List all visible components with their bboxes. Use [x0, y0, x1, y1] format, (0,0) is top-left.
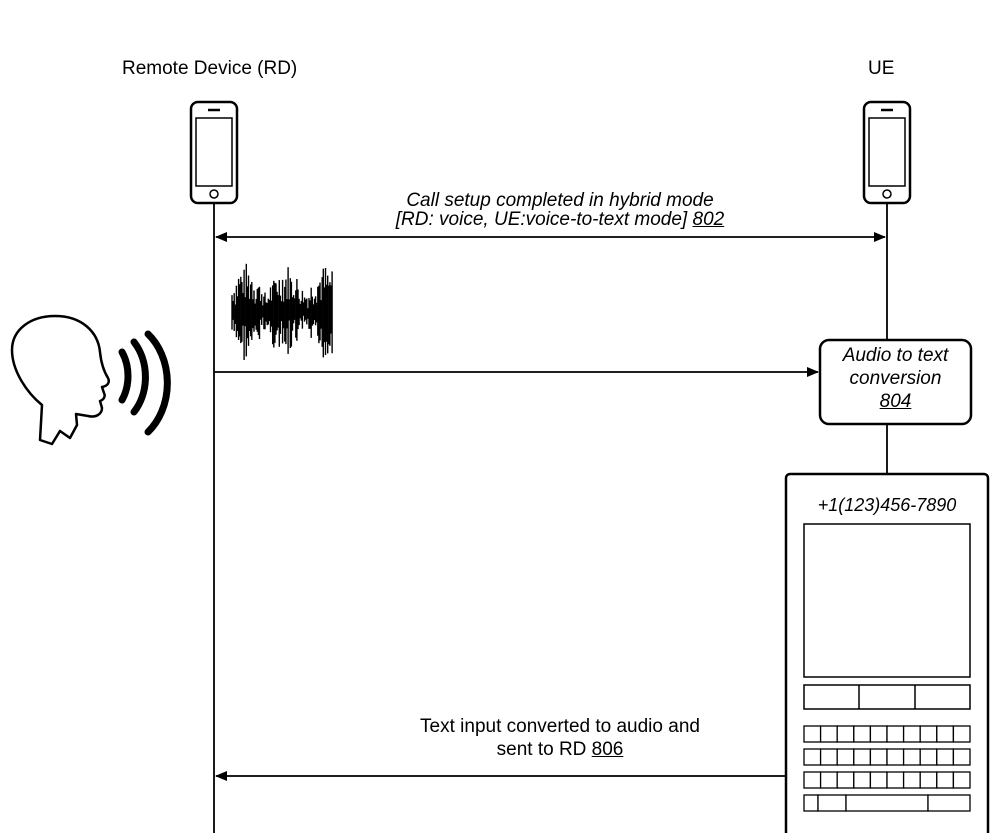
keyboard-key	[919, 748, 938, 766]
message-806-line2: sent to RD 806	[370, 738, 750, 761]
message-806-ref: 806	[591, 739, 624, 760]
keyboard-key	[927, 794, 971, 812]
keyboard-key	[936, 725, 955, 743]
keyboard-key	[819, 748, 838, 766]
message-806-line1: Text input converted to audio and	[420, 716, 700, 737]
keyboard-key	[936, 771, 955, 789]
keyboard-key	[902, 748, 921, 766]
process-box-804	[818, 338, 973, 426]
message-806-label: Text input converted to audio and sent t…	[370, 715, 750, 761]
keyboard-key	[853, 748, 872, 766]
speaking-head-icon	[10, 314, 110, 446]
message-806-line2-text: sent to RD	[496, 739, 587, 760]
sound-waves-icon	[118, 330, 171, 436]
keyboard-key	[853, 725, 872, 743]
keyboard-key	[819, 725, 838, 743]
keyboard-key	[803, 725, 822, 743]
ue-device-icon	[784, 472, 990, 833]
keyboard-key	[919, 725, 938, 743]
ue-label: UE	[868, 58, 895, 79]
keyboard-key	[803, 771, 822, 789]
process-804-ref: 804	[879, 391, 912, 412]
keyboard-icon	[803, 725, 971, 812]
keyboard-key	[836, 725, 855, 743]
message-802-ref: 802	[692, 209, 725, 230]
audio-waveform-icon	[231, 263, 333, 360]
message-802-line2: [RD: voice, UE:voice-to-text mode] 802	[330, 208, 790, 231]
keyboard-key	[836, 748, 855, 766]
keyboard-key	[902, 725, 921, 743]
keyboard-key	[845, 794, 929, 812]
keyboard-key	[952, 771, 971, 789]
keyboard-key	[886, 725, 905, 743]
rd-phone-icon	[189, 100, 239, 205]
keyboard-key	[803, 794, 819, 812]
message-802-line1: Call setup completed in hybrid mode	[406, 190, 714, 211]
ue-screen	[803, 523, 971, 678]
keyboard-key	[936, 748, 955, 766]
process-804-line2: conversion	[849, 368, 942, 389]
keyboard-key	[869, 771, 888, 789]
keyboard-key	[869, 725, 888, 743]
keyboard-key	[952, 748, 971, 766]
message-802-label: Call setup completed in hybrid mode [RD:…	[330, 189, 790, 231]
keyboard-key	[836, 771, 855, 789]
process-804-line1: Audio to text	[842, 345, 949, 366]
keyboard-key	[919, 771, 938, 789]
keyboard-key	[803, 748, 822, 766]
keyboard-key	[817, 794, 847, 812]
keyboard-key	[902, 771, 921, 789]
keyboard-key	[819, 771, 838, 789]
keyboard-key	[869, 748, 888, 766]
keyboard-key	[952, 725, 971, 743]
keyboard-key	[886, 771, 905, 789]
ue-phone-number: +1(123)456-7890	[817, 495, 957, 515]
keyboard-key	[886, 748, 905, 766]
rd-label: Remote Device (RD)	[122, 58, 298, 79]
ue-phone-icon	[862, 100, 912, 205]
process-804-label: Audio to text conversion 804	[820, 344, 971, 413]
keyboard-key	[853, 771, 872, 789]
message-802-line2-text: [RD: voice, UE:voice-to-text mode]	[395, 209, 688, 230]
